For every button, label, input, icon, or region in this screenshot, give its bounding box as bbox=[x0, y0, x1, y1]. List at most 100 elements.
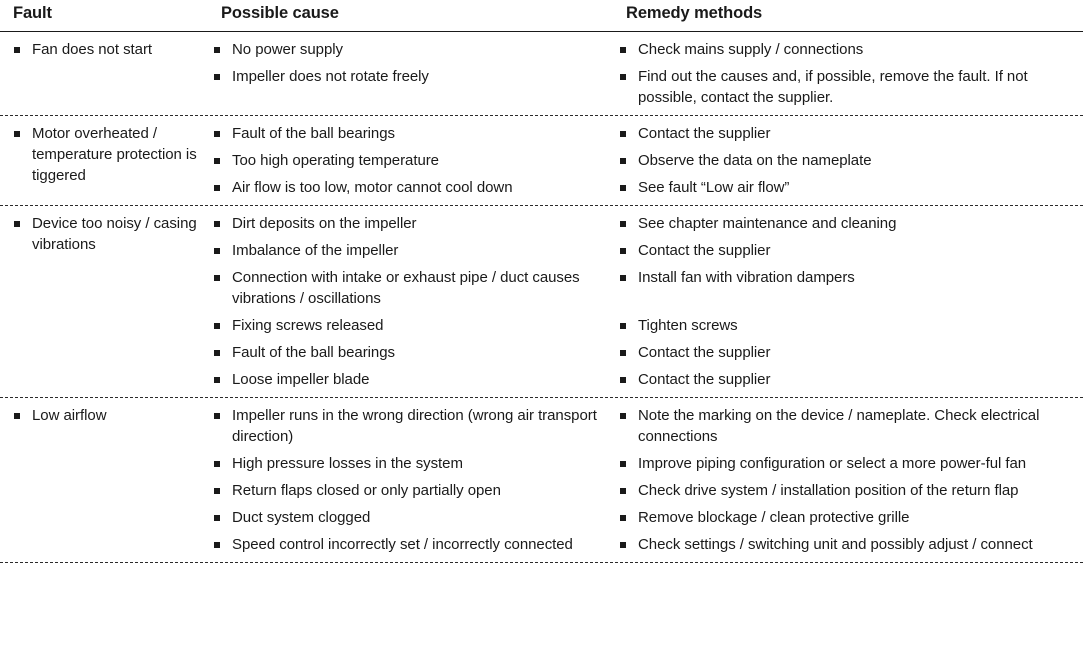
item-row: Speed control incorrectly set / incorrec… bbox=[213, 534, 1083, 555]
remedy-text: Contact the supplier bbox=[619, 123, 1083, 144]
fault-label: Low airflow bbox=[13, 405, 213, 426]
cause-cell: Fault of the ball bearings bbox=[213, 342, 619, 363]
remedy-cell: Tighten screws bbox=[619, 315, 1083, 336]
fault-label: Fan does not start bbox=[13, 39, 213, 60]
remedy-cell: Improve piping configuration or select a… bbox=[619, 453, 1083, 474]
group-items: Fault of the ball bearings Contact the s… bbox=[213, 123, 1083, 198]
cause-text: Duct system clogged bbox=[213, 507, 619, 528]
remedy-cell: See fault “Low air flow” bbox=[619, 177, 1083, 198]
cause-text: Impeller does not rotate freely bbox=[213, 66, 619, 87]
remedy-text: Tighten screws bbox=[619, 315, 1083, 336]
fault-label: Motor overheated / temperature protectio… bbox=[13, 123, 213, 186]
cause-text: Fault of the ball bearings bbox=[213, 342, 619, 363]
cause-text: Fault of the ball bearings bbox=[213, 123, 619, 144]
cause-cell: Imbalance of the impeller bbox=[213, 240, 619, 261]
troubleshooting-table: Fault Possible cause Remedy methods Fan … bbox=[0, 0, 1083, 563]
remedy-text: Install fan with vibration dampers bbox=[619, 267, 1083, 288]
remedy-cell: Install fan with vibration dampers bbox=[619, 267, 1083, 288]
group-items: No power supply Check mains supply / con… bbox=[213, 39, 1083, 108]
fault-cell: Motor overheated / temperature protectio… bbox=[0, 123, 213, 198]
cause-text: Dirt deposits on the impeller bbox=[213, 213, 619, 234]
remedy-text: See chapter maintenance and cleaning bbox=[619, 213, 1083, 234]
remedy-text: Remove blockage / clean protective grill… bbox=[619, 507, 1083, 528]
cause-text: Imbalance of the impeller bbox=[213, 240, 619, 261]
remedy-text: Check mains supply / connections bbox=[619, 39, 1083, 60]
remedy-text: Improve piping configuration or select a… bbox=[619, 453, 1083, 474]
cause-text: Impeller runs in the wrong direction (wr… bbox=[213, 405, 619, 447]
remedy-text: Contact the supplier bbox=[619, 240, 1083, 261]
cause-cell: High pressure losses in the system bbox=[213, 453, 619, 474]
fault-cell: Device too noisy / casing vibrations bbox=[0, 213, 213, 390]
remedy-cell: Check mains supply / connections bbox=[619, 39, 1083, 60]
item-row: Duct system clogged Remove blockage / cl… bbox=[213, 507, 1083, 528]
item-row: No power supply Check mains supply / con… bbox=[213, 39, 1083, 60]
table-header-row: Fault Possible cause Remedy methods bbox=[0, 0, 1083, 31]
item-row: Impeller does not rotate freely Find out… bbox=[213, 66, 1083, 108]
table-bottom-divider bbox=[0, 562, 1083, 563]
cause-text: High pressure losses in the system bbox=[213, 453, 619, 474]
row-divider bbox=[0, 115, 1083, 116]
remedy-cell: Contact the supplier bbox=[619, 123, 1083, 144]
item-row: Loose impeller blade Contact the supplie… bbox=[213, 369, 1083, 390]
cause-cell: Impeller runs in the wrong direction (wr… bbox=[213, 405, 619, 447]
table-row: Low airflow Impeller runs in the wrong d… bbox=[0, 398, 1083, 562]
cause-cell: Air flow is too low, motor cannot cool d… bbox=[213, 177, 619, 198]
row-divider bbox=[0, 205, 1083, 206]
cause-text: Too high operating temperature bbox=[213, 150, 619, 171]
remedy-cell: Remove blockage / clean protective grill… bbox=[619, 507, 1083, 528]
table-row: Motor overheated / temperature protectio… bbox=[0, 116, 1083, 205]
remedy-text: Note the marking on the device / namepla… bbox=[619, 405, 1083, 447]
item-row: Dirt deposits on the impeller See chapte… bbox=[213, 213, 1083, 234]
remedy-cell: Contact the supplier bbox=[619, 240, 1083, 261]
table-row: Fan does not start No power supply Check… bbox=[0, 32, 1083, 115]
fault-cell: Fan does not start bbox=[0, 39, 213, 108]
remedy-cell: Note the marking on the device / namepla… bbox=[619, 405, 1083, 447]
cause-text: Return flaps closed or only partially op… bbox=[213, 480, 619, 501]
remedy-text: Contact the supplier bbox=[619, 342, 1083, 363]
item-row: Fault of the ball bearings Contact the s… bbox=[213, 123, 1083, 144]
table-row: Device too noisy / casing vibrations Dir… bbox=[0, 206, 1083, 397]
cause-text: No power supply bbox=[213, 39, 619, 60]
cause-cell: No power supply bbox=[213, 39, 619, 60]
cause-cell: Duct system clogged bbox=[213, 507, 619, 528]
item-row: Impeller runs in the wrong direction (wr… bbox=[213, 405, 1083, 447]
remedy-cell: Find out the causes and, if possible, re… bbox=[619, 66, 1083, 108]
group-items: Impeller runs in the wrong direction (wr… bbox=[213, 405, 1083, 555]
item-row: Connection with intake or exhaust pipe /… bbox=[213, 267, 1083, 309]
cause-cell: Loose impeller blade bbox=[213, 369, 619, 390]
cause-text: Loose impeller blade bbox=[213, 369, 619, 390]
fault-label: Device too noisy / casing vibrations bbox=[13, 213, 213, 255]
cause-cell: Fixing screws released bbox=[213, 315, 619, 336]
cause-cell: Fault of the ball bearings bbox=[213, 123, 619, 144]
remedy-cell: Contact the supplier bbox=[619, 342, 1083, 363]
item-row: Fixing screws released Tighten screws bbox=[213, 315, 1083, 336]
remedy-text: Check settings / switching unit and poss… bbox=[619, 534, 1083, 555]
row-divider bbox=[0, 397, 1083, 398]
item-row: Fault of the ball bearings Contact the s… bbox=[213, 342, 1083, 363]
cause-cell: Impeller does not rotate freely bbox=[213, 66, 619, 87]
remedy-cell: See chapter maintenance and cleaning bbox=[619, 213, 1083, 234]
column-header-cause: Possible cause bbox=[221, 4, 339, 22]
item-row: Imbalance of the impeller Contact the su… bbox=[213, 240, 1083, 261]
item-row: Return flaps closed or only partially op… bbox=[213, 480, 1083, 501]
cause-cell: Return flaps closed or only partially op… bbox=[213, 480, 619, 501]
cause-cell: Connection with intake or exhaust pipe /… bbox=[213, 267, 619, 309]
item-row: High pressure losses in the system Impro… bbox=[213, 453, 1083, 474]
remedy-text: Observe the data on the nameplate bbox=[619, 150, 1083, 171]
cause-text: Speed control incorrectly set / incorrec… bbox=[213, 534, 619, 555]
remedy-text: Contact the supplier bbox=[619, 369, 1083, 390]
remedy-text: Find out the causes and, if possible, re… bbox=[619, 66, 1083, 108]
cause-text: Air flow is too low, motor cannot cool d… bbox=[213, 177, 619, 198]
group-items: Dirt deposits on the impeller See chapte… bbox=[213, 213, 1083, 390]
header-rule bbox=[0, 31, 1083, 32]
column-header-fault: Fault bbox=[13, 4, 52, 22]
remedy-cell: Observe the data on the nameplate bbox=[619, 150, 1083, 171]
cause-text: Connection with intake or exhaust pipe /… bbox=[213, 267, 619, 309]
cause-cell: Dirt deposits on the impeller bbox=[213, 213, 619, 234]
remedy-cell: Contact the supplier bbox=[619, 369, 1083, 390]
fault-cell: Low airflow bbox=[0, 405, 213, 555]
cause-cell: Speed control incorrectly set / incorrec… bbox=[213, 534, 619, 555]
cause-cell: Too high operating temperature bbox=[213, 150, 619, 171]
cause-text: Fixing screws released bbox=[213, 315, 619, 336]
column-header-remedy: Remedy methods bbox=[626, 4, 763, 22]
